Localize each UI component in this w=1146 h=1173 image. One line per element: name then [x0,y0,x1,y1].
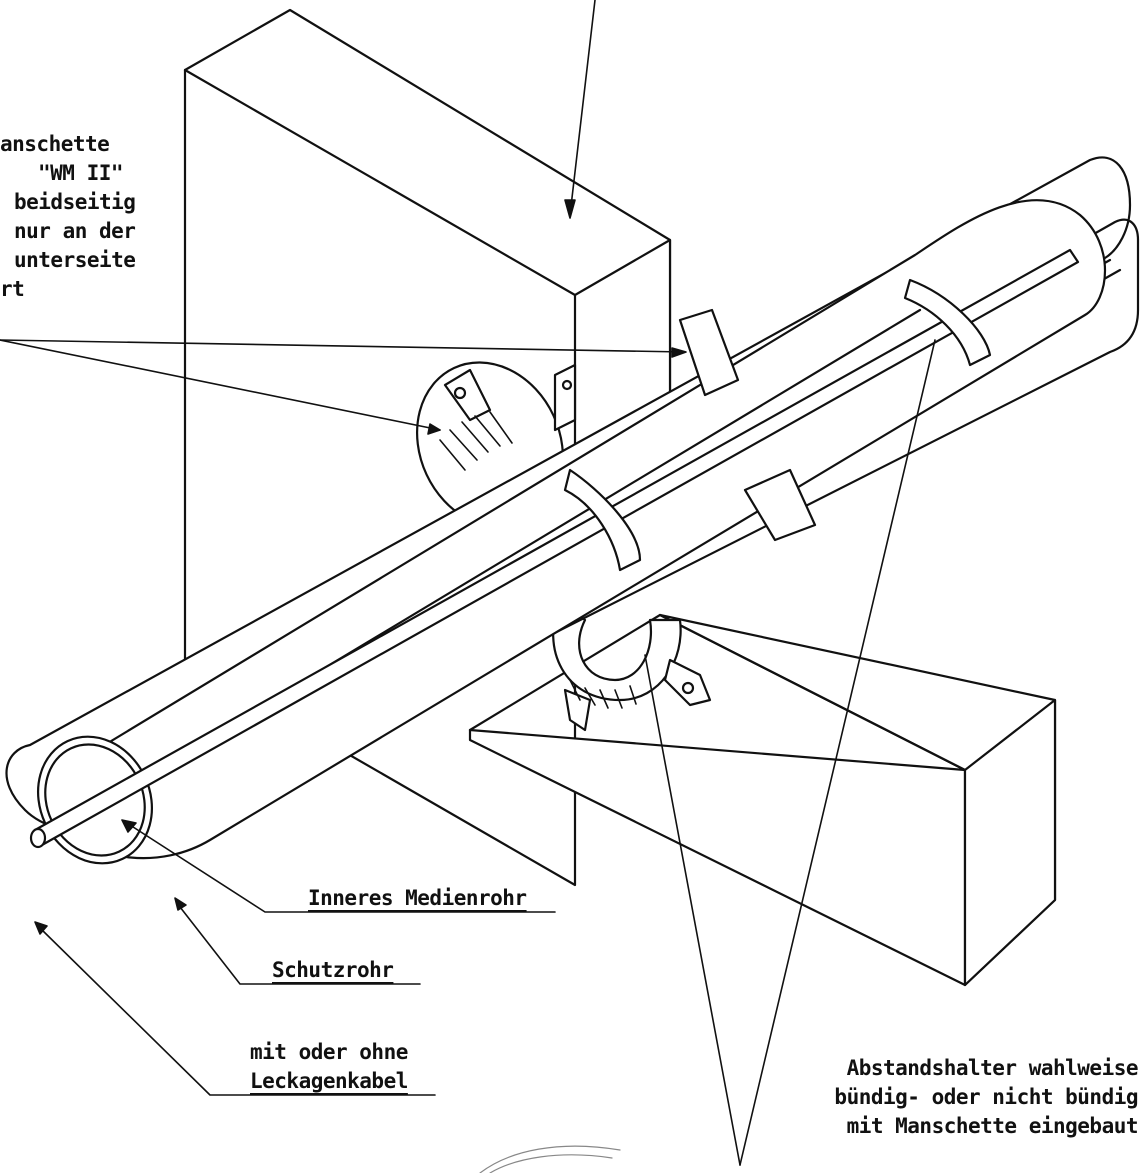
seal-watermark [479,1145,621,1173]
inneres-medienrohr-label: Inneres Medienrohr [308,886,527,910]
abstandshalter-line-2: bündig- oder nicht bündig [834,1085,1138,1109]
abstandshalter-line-3: mit Manschette eingebaut [846,1114,1139,1138]
leader-lines [0,0,936,1166]
abstandshalter-line-1: Abstandshalter wahlweise [846,1056,1139,1080]
leckage-line-1: mit oder ohne [250,1040,408,1064]
leckage-line-2: Leckagenkabel [250,1069,408,1093]
abstandshalter-label: Abstandshalter wahlweise bündig- oder ni… [770,1054,1138,1141]
leckagekabel-rod [29,248,1080,849]
manschette-line-6: rt [0,277,25,301]
manschette-line-3: beidseitig [14,190,136,214]
manschette-line-1: anschette [0,132,110,156]
manschette-line-2: "WM II" [38,161,124,185]
lower-wall-block [468,613,1057,987]
manschette-label: anschette "WM II" beidseitig nur an der … [0,130,136,304]
abstandshalter-spacers [563,278,992,572]
leckage-label: mit oder ohne Leckagenkabel [250,1038,440,1096]
schutzrohr-label: Schutzrohr [272,958,394,982]
manschette-line-4: nur an der [14,219,136,243]
manschette-line-5: unterseite [14,248,136,272]
